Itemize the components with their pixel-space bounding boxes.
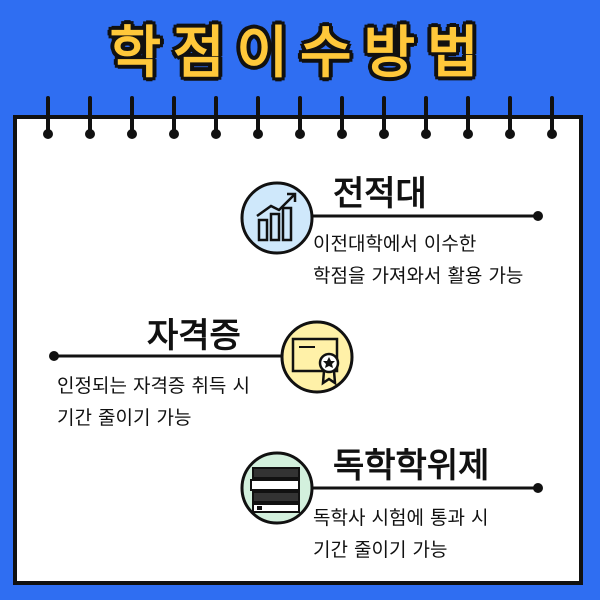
heading-certificate: 자격증 (141, 308, 247, 357)
page-title: 학점이수방법 (109, 21, 491, 86)
notebook-ring (127, 96, 137, 139)
certificate-icon (280, 320, 354, 394)
notebook-ring (169, 96, 179, 139)
notebook-ring (295, 96, 305, 139)
notebook-ring (379, 96, 389, 139)
desc-transfer-credit: 이전대학에서 이수한 학점을 가져와서 활용 가능 (313, 233, 524, 287)
heading-transfer-credit: 전적대 (327, 166, 433, 215)
connector-line-2 (49, 351, 288, 361)
notebook-ring (421, 96, 431, 139)
notebook-ring (211, 96, 221, 139)
notebook-ring (337, 96, 347, 139)
heading-self-study-degree: 독학학위제 (327, 438, 496, 487)
notebook-ring (463, 96, 473, 139)
desc-certificate: 인정되는 자격증 취득 시 기간 줄이기 가능 (57, 375, 250, 429)
notebook-ring (505, 96, 515, 139)
notebook-ring (43, 96, 53, 139)
notebook-rings (43, 96, 557, 139)
connector-line-1 (310, 211, 543, 221)
notebook-ring (85, 96, 95, 139)
connector-line-3 (310, 483, 543, 493)
notebook-ring (253, 96, 263, 139)
books-icon (240, 451, 314, 525)
desc-self-study-degree: 독학사 시험에 통과 시 기간 줄이기 가능 (313, 507, 489, 561)
growth-chart-icon (240, 181, 314, 255)
notebook-ring (547, 96, 557, 139)
